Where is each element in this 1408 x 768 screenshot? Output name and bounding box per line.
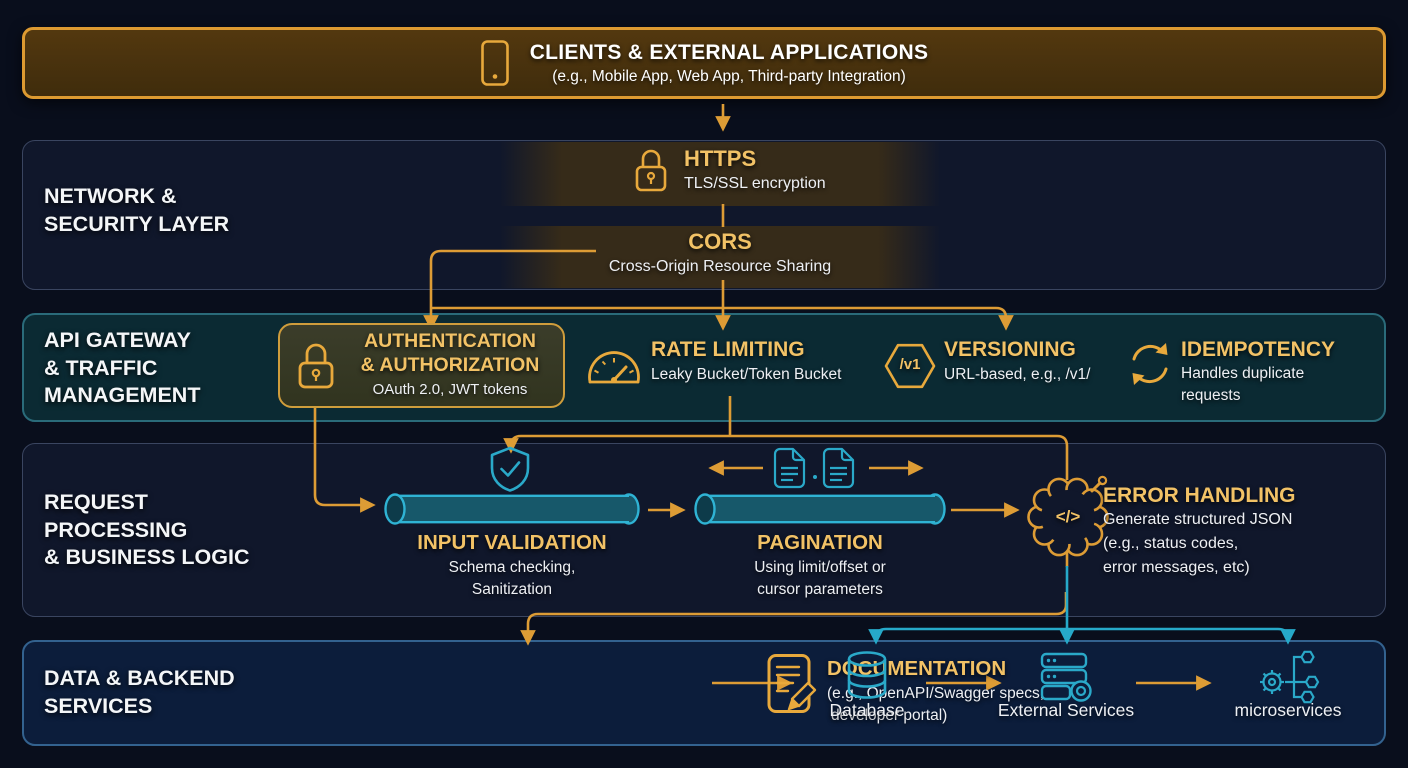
clients-box: CLIENTS & EXTERNAL APPLICATIONS (e.g., M… (22, 27, 1386, 99)
refresh-icon (1132, 343, 1168, 385)
versioning-subtitle: URL-based, e.g., /v1/ (944, 366, 1091, 383)
shield-check-icon (490, 446, 530, 492)
microservices-label: microservices (1234, 700, 1342, 720)
pipe-icon (384, 493, 640, 525)
code-badge-text: </> (1055, 507, 1081, 526)
rate-limiting-subtitle: Leaky Bucket/Token Bucket (651, 366, 842, 383)
gauge-icon (588, 351, 640, 384)
data-backend-label: DATA & BACKEND SERVICES (44, 666, 235, 718)
network-security-label: NETWORK & SECURITY LAYER (44, 184, 230, 236)
idempotency-subtitle-line2: requests (1181, 387, 1241, 404)
error-handling-title: ERROR HANDLING (1103, 484, 1296, 507)
auth-title-line1: AUTHENTICATION (364, 330, 536, 352)
microservices-icon (1260, 650, 1320, 704)
pagination-subtitle-line1: Using limit/offset or (754, 559, 886, 576)
padlock-icon (635, 149, 667, 192)
input-validation-subtitle-line1: Schema checking, (448, 559, 576, 576)
input-validation-title: INPUT VALIDATION (417, 531, 607, 554)
documentation-title: DOCUMENTATION (827, 657, 1007, 680)
error-handling-subtitle-line1: Generate structured JSON (1103, 511, 1293, 528)
documentation-subtitle-line2: developer portal) (831, 707, 948, 724)
rate-limiting-title: RATE LIMITING (651, 338, 805, 361)
cors-title: CORS (688, 229, 752, 254)
documents-icon (773, 447, 855, 489)
layer-data-backend (22, 640, 1386, 746)
cors-subtitle: Cross-Origin Resource Sharing (608, 258, 832, 275)
padlock-icon (298, 343, 334, 389)
smartphone-icon (480, 40, 509, 86)
wrench-icon (1090, 475, 1108, 493)
auth-title-line2: & AUTHORIZATION (360, 354, 540, 376)
pipe-icon (694, 493, 946, 525)
database-label: Database (829, 700, 905, 720)
layer-api-gateway (22, 313, 1386, 422)
code-badge-icon (1027, 475, 1109, 557)
https-subtitle: TLS/SSL encryption (684, 175, 826, 192)
server-icon (1040, 652, 1092, 702)
idempotency-title: IDEMPOTENCY (1181, 338, 1336, 361)
versioning-title: VERSIONING (944, 338, 1076, 361)
input-validation-subtitle-line2: Sanitization (471, 581, 553, 598)
pagination-title: PAGINATION (757, 531, 883, 554)
error-handling-subtitle-line2: (e.g., status codes, (1103, 535, 1239, 552)
auth-subtitle: OAuth 2.0, JWT tokens (372, 381, 528, 398)
api-gateway-label: API GATEWAY & TRAFFIC MANAGEMENT (44, 328, 201, 407)
hexagon-v1-icon (884, 343, 936, 389)
idempotency-subtitle-line1: Handles duplicate (1181, 365, 1305, 382)
clients-subtitle: (e.g., Mobile App, Web App, Third-party … (552, 67, 906, 85)
layer-request-processing (22, 443, 1386, 617)
auth-box (278, 323, 565, 408)
https-highlight-band (500, 142, 940, 206)
error-handling-subtitle-line3: error messages, etc) (1103, 559, 1250, 576)
documentation-subtitle-line1: (e.g., OpenAPI/Swagger specs, (827, 685, 1045, 702)
pagination-subtitle-line2: cursor parameters (757, 581, 883, 598)
https-title: HTTPS (684, 146, 757, 171)
doc-pencil-icon (767, 654, 817, 713)
external-services-label: External Services (997, 700, 1135, 720)
request-processing-label: REQUEST PROCESSING & BUSINESS LOGIC (44, 490, 250, 569)
hexagon-v1-text: /v1 (899, 356, 921, 373)
clients-title: CLIENTS & EXTERNAL APPLICATIONS (529, 40, 929, 64)
cors-highlight-band (500, 226, 940, 288)
database-icon (847, 651, 887, 699)
